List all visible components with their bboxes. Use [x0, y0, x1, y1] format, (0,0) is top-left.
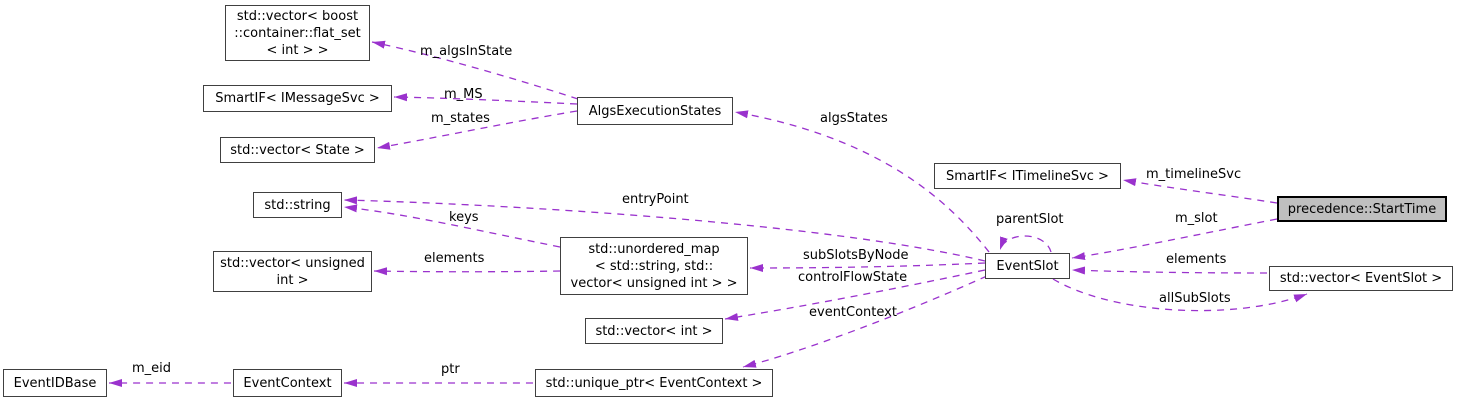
edge-parentslot — [999, 235, 1052, 253]
edge-elements-right — [1071, 266, 1268, 275]
class-node-smartif-itimelinesvc[interactable]: SmartIF< ITimelineSvc > — [934, 163, 1121, 189]
edge-label-m-eid: m_eid — [132, 361, 172, 376]
edge-eventcontext — [742, 275, 988, 368]
edge-label-subslotsbynode: subSlotsByNode — [803, 248, 909, 263]
class-node-vector-int[interactable]: std::vector< int > — [585, 318, 723, 344]
edge-label-algsstates: algsStates — [820, 111, 888, 126]
edge-label-allsubslots: allSubSlots — [1159, 291, 1231, 306]
edge-label-m-algsinstate: m_algsInState — [420, 44, 513, 59]
edge-label-m-ms: m_MS — [444, 87, 483, 102]
edge-label-eventcontext: eventContext — [809, 305, 897, 320]
class-node-vector-state[interactable]: std::vector< State > — [220, 137, 375, 163]
edge-subslotsbynode — [749, 262, 986, 272]
edge-m-timelinesvc — [1122, 178, 1278, 204]
edge-m-states — [376, 110, 578, 150]
class-node-std-string[interactable]: std::string — [253, 192, 342, 218]
edge-algsstates — [734, 110, 990, 253]
class-node-eventslot[interactable]: EventSlot — [985, 253, 1070, 279]
edge-allsubslots — [1052, 278, 1308, 312]
edge-label-keys: keys — [449, 210, 479, 225]
edge-label-parentslot: parentSlot — [996, 212, 1064, 227]
edge-label-entrypoint: entryPoint — [622, 192, 689, 207]
edge-label-ptr: ptr — [441, 362, 460, 377]
edge-m-ms — [393, 93, 578, 105]
edge-elements-left — [373, 267, 561, 276]
edge-label-elements-left: elements — [424, 251, 485, 266]
class-node-eventidbase[interactable]: EventIDBase — [3, 369, 107, 397]
edge-keys — [343, 204, 561, 248]
edge-label-elements-right: elements — [1166, 252, 1227, 267]
edge-m-algsinstate — [371, 40, 579, 100]
edge-entrypoint — [343, 196, 986, 262]
class-node-algsexecutionstates[interactable]: AlgsExecutionStates — [577, 97, 733, 125]
class-node-unordered-map[interactable]: std::unordered_map < std::string, std:: … — [560, 237, 748, 295]
edge-label-m-states: m_states — [431, 111, 490, 126]
class-node-vector-eventslot[interactable]: std::vector< EventSlot > — [1269, 266, 1453, 291]
class-node-eventcontext[interactable]: EventContext — [233, 369, 342, 397]
class-node-precedence-starttime[interactable]: precedence::StartTime — [1277, 196, 1447, 222]
class-node-vector-unsigned-int[interactable]: std::vector< unsigned int > — [213, 251, 372, 292]
edge-m-slot — [1071, 218, 1278, 261]
class-node-unique-ptr-eventcontext[interactable]: std::unique_ptr< EventContext > — [535, 369, 773, 397]
class-node-smartif-imessagesvc[interactable]: SmartIF< IMessageSvc > — [203, 85, 392, 112]
edge-label-controlflowstate: controlFlowState — [798, 270, 908, 285]
edge-label-m-timelinesvc: m_timelineSvc — [1146, 167, 1242, 182]
edge-label-m-slot: m_slot — [1175, 211, 1218, 226]
edge-controlflowstate — [724, 269, 986, 321]
class-node-vector-boost-flat-set[interactable]: std::vector< boost ::container::flat_set… — [225, 5, 370, 61]
